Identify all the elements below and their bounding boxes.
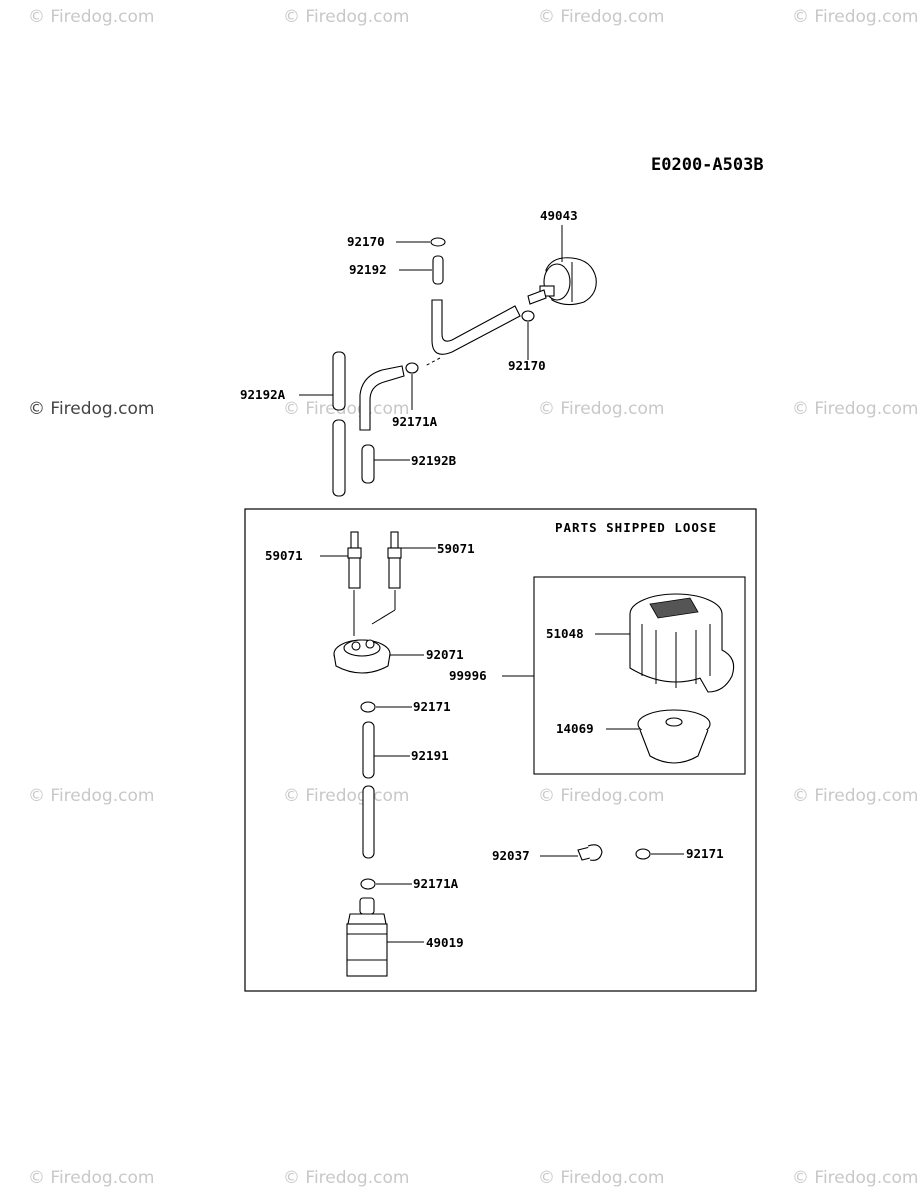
watermark: © Firedog.com: [28, 1168, 154, 1188]
label-92037: 92037: [492, 848, 530, 863]
watermark: © Firedog.com: [283, 399, 409, 419]
watermark: © Firedog.com: [283, 1168, 409, 1188]
watermark: © Firedog.com: [28, 786, 154, 806]
diagram-code: E0200-A503B: [651, 155, 764, 175]
part-92192A-drawing: [332, 351, 346, 497]
watermark-layer: © Firedog.com © Firedog.com © Firedog.co…: [28, 7, 917, 1188]
watermark: © Firedog.com: [792, 399, 917, 419]
part-59071-right-drawing: [371, 531, 402, 625]
label-92171-left: 92171: [413, 699, 451, 714]
label-92191: 92191: [411, 748, 449, 763]
part-92170-top-drawing: [430, 237, 446, 247]
label-49043: 49043: [540, 208, 578, 223]
part-51048-drawing: [629, 593, 735, 693]
box-heading: PARTS SHIPPED LOOSE: [555, 520, 717, 535]
label-92171-right: 92171: [686, 846, 724, 861]
upper-assembly: 49043 92170 92192 92170 92171A 92192A: [240, 208, 597, 497]
part-14069-drawing: [637, 709, 711, 764]
watermark: © Firedog.com: [283, 786, 409, 806]
part-92191-drawing: [362, 721, 375, 859]
watermark: © Firedog.com: [28, 399, 154, 419]
bent-hose-drawing: [431, 299, 521, 355]
label-14069: 14069: [556, 721, 594, 736]
label-99996: 99996: [449, 668, 487, 683]
part-92171A-lower-drawing: [360, 878, 376, 890]
label-59071-left: 59071: [265, 548, 303, 563]
watermark: © Firedog.com: [28, 7, 154, 27]
part-92171-left-drawing: [360, 701, 376, 713]
curved-hose-drawing: [359, 365, 405, 431]
label-92171A-lower: 92171A: [413, 876, 459, 891]
label-92192: 92192: [349, 262, 387, 277]
watermark: © Firedog.com: [792, 786, 917, 806]
label-92192A: 92192A: [240, 387, 286, 402]
dashed-connector: [424, 357, 441, 367]
label-92071: 92071: [426, 647, 464, 662]
part-92192-drawing: [432, 255, 444, 285]
label-49019: 49019: [426, 935, 464, 950]
label-92192B: 92192B: [411, 453, 457, 468]
watermark: © Firedog.com: [538, 1168, 664, 1188]
part-92037-drawing: [577, 844, 603, 861]
watermark: © Firedog.com: [538, 7, 664, 27]
part-92171-right-drawing: [635, 848, 651, 860]
part-92192B-drawing: [361, 444, 375, 484]
watermark: © Firedog.com: [538, 399, 664, 419]
label-51048: 51048: [546, 626, 584, 641]
label-92171A-upper: 92171A: [392, 414, 438, 429]
part-92171A-upper-drawing: [405, 362, 419, 374]
part-59071-left-drawing: [347, 531, 362, 605]
label-59071-right: 59071: [437, 541, 475, 556]
watermark: © Firedog.com: [792, 7, 917, 27]
label-92170-bottom: 92170: [508, 358, 546, 373]
parts-shipped-loose-box: [244, 508, 757, 992]
part-92071-drawing: [333, 605, 391, 674]
watermark: © Firedog.com: [283, 7, 409, 27]
part-49019-drawing: [346, 897, 388, 977]
watermark: © Firedog.com: [538, 786, 664, 806]
watermark: © Firedog.com: [792, 1168, 917, 1188]
label-92170-top: 92170: [347, 234, 385, 249]
part-92170-bottom-drawing: [521, 310, 535, 322]
part-49043-drawing: [527, 257, 597, 306]
